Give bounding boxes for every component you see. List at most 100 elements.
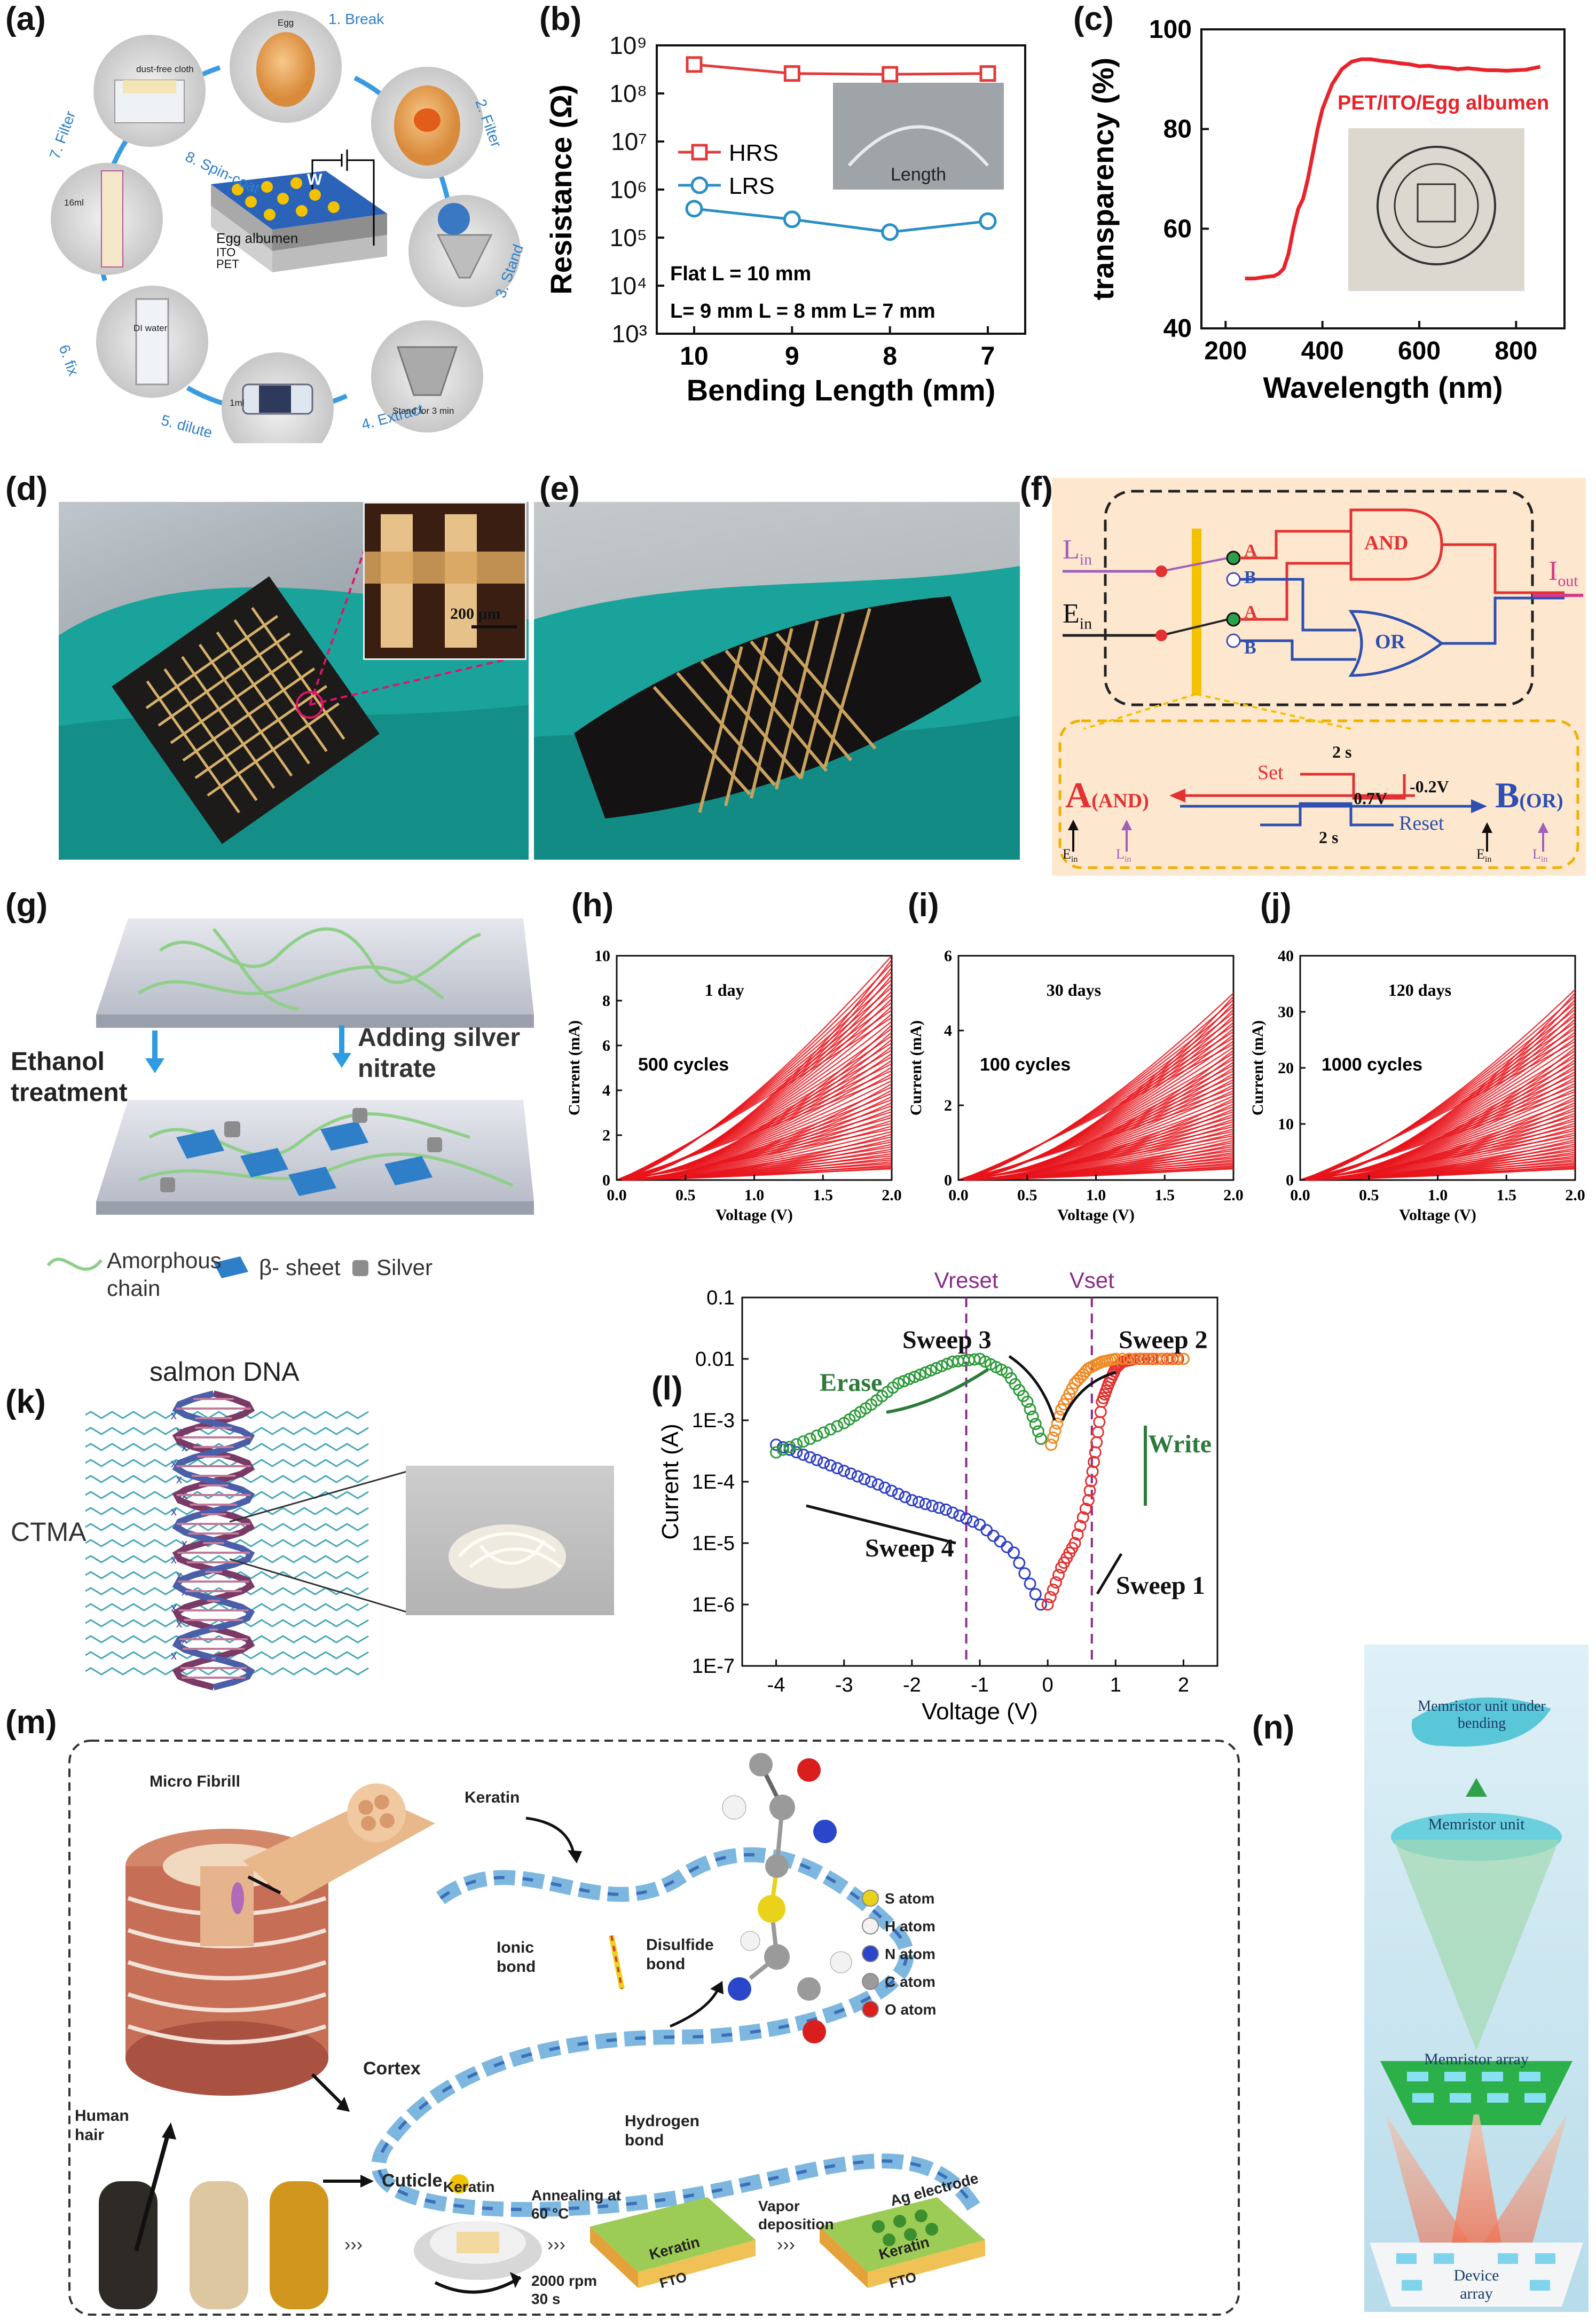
- step-5: 5. dilute: [159, 412, 214, 441]
- contact-b1: B: [1244, 568, 1256, 587]
- ctma-mark: x: [182, 1537, 187, 1550]
- film2-bottom: FTO: [887, 2268, 918, 2292]
- point-Sweep 4: [987, 1529, 1000, 1542]
- ctma-chain: [85, 1411, 369, 1419]
- step-1: 1. Break: [328, 11, 384, 27]
- label-disulfide-bond: Disulfide bond: [646, 1936, 714, 1973]
- inset-photo: [833, 83, 1004, 190]
- iv-curve: [1300, 992, 1576, 1181]
- state-b-or: B(OR): [1495, 775, 1563, 815]
- iv-curve: [1300, 1047, 1576, 1181]
- point-Sweep 3: [770, 1446, 783, 1459]
- x-tick-label: 1.0: [744, 1186, 765, 1204]
- svg-text:›››: ›››: [344, 2235, 363, 2255]
- ctma-mark: x: [171, 1457, 177, 1470]
- point-Sweep 2: [1123, 1352, 1136, 1365]
- state-a-and: A(AND): [1065, 775, 1149, 815]
- point-Sweep 3: [817, 1426, 830, 1439]
- atom-label: O atom: [885, 2001, 936, 2018]
- x-tick-label: 1.0: [1086, 1186, 1106, 1204]
- reset-label: Reset: [1399, 812, 1444, 835]
- label-memristor-unit: Memristor unit: [1428, 1815, 1525, 1833]
- annotation-flat: Flat L = 10 mm: [670, 263, 811, 285]
- chart-title: 30 days: [1047, 980, 1101, 1000]
- iv-curve: [1300, 1097, 1576, 1181]
- label-memristor-array: Memristor array: [1424, 2050, 1529, 2068]
- iv-curve: [616, 1083, 892, 1181]
- sweep-label: Sweep 1: [1116, 1571, 1205, 1600]
- photo-dna-fiber: [406, 1466, 614, 1615]
- panel-label-h: (h): [571, 887, 614, 924]
- point-HRS: [979, 65, 996, 82]
- panel-label-d: (d): [5, 470, 48, 507]
- x-tick-label: 2.0: [1565, 1186, 1585, 1204]
- contact-a2: A: [1244, 602, 1257, 622]
- inset-arc: [847, 125, 989, 167]
- series-line-LRS: [694, 207, 988, 234]
- panel-g: (g) Ethanol treatment Adding silver nitr…: [0, 886, 561, 1314]
- lin-small-left: Lin: [1116, 846, 1131, 864]
- atom-marker: [862, 2001, 879, 2018]
- panel-e: (e): [534, 470, 1025, 860]
- point-Sweep 4: [966, 1515, 979, 1528]
- point-Sweep 2: [1136, 1352, 1149, 1365]
- point-Sweep 4: [939, 1503, 952, 1516]
- ctma-mark: x: [171, 1505, 177, 1518]
- x-tick-label: 0.5: [1017, 1186, 1037, 1204]
- caption-1ml: 1ml: [230, 398, 244, 408]
- point-Sweep 4: [817, 1456, 830, 1469]
- point-Sweep 1: [1041, 1598, 1054, 1611]
- point-Sweep 1: [1049, 1576, 1062, 1588]
- label-annealing: Annealing at 60 °C: [531, 2187, 622, 2222]
- point-Sweep 1: [1052, 1569, 1065, 1582]
- point-Sweep 1: [1086, 1465, 1099, 1478]
- y-tick-label: 10⁹: [609, 32, 647, 59]
- legend-beta: β- sheet: [259, 1255, 341, 1280]
- vline-label-Vset: Vset: [1070, 1268, 1114, 1293]
- y-tick-label: 0: [1286, 1171, 1294, 1189]
- atom-label: N atom: [885, 1946, 935, 1962]
- y-tick-label: 40: [1278, 947, 1294, 965]
- silver-label: Adding silver nitrate: [358, 1024, 521, 1083]
- ctma-chain: [85, 1603, 369, 1611]
- y-tick-label: 2: [944, 1097, 952, 1114]
- iv-curve: [616, 955, 892, 1181]
- cysteine-molecule: [722, 1753, 852, 2043]
- x-tick-label: 0.5: [675, 1186, 696, 1204]
- output-current: Iout: [1548, 556, 1578, 590]
- x-tick-label: 1.5: [1155, 1186, 1175, 1204]
- point-Sweep 4: [933, 1501, 946, 1514]
- ctma-mark: x: [171, 1409, 177, 1422]
- iv-curve: [616, 1024, 892, 1181]
- series-line-transparency: [1245, 57, 1541, 281]
- point-Sweep 4: [980, 1524, 993, 1537]
- point-Sweep 3: [811, 1429, 823, 1442]
- ctma-chain: [85, 1459, 369, 1467]
- device-schematic: [211, 150, 387, 272]
- atom-marker: [862, 1917, 879, 1934]
- point-Sweep 2: [1129, 1352, 1142, 1365]
- point-Sweep 3: [930, 1362, 943, 1374]
- ctma-mark: x: [182, 1441, 187, 1454]
- step-6: 6. fix: [56, 342, 82, 378]
- point-HRS: [686, 56, 703, 73]
- y-tick-label: 100: [1149, 15, 1192, 44]
- x-tick-label: 8: [883, 342, 897, 371]
- point-Sweep 3: [776, 1443, 789, 1456]
- arrow-sweep1: [1096, 1553, 1123, 1595]
- x-tick-label: 0.0: [948, 1186, 969, 1204]
- x-axis-label: Voltage (V): [716, 1206, 793, 1224]
- point-Sweep 1: [1071, 1528, 1084, 1541]
- silk-structure-diagram: [46, 918, 534, 1278]
- point-LRS: [783, 210, 801, 229]
- photo-chip-flat: 200 μm: [59, 502, 529, 860]
- x-tick-label: 1.0: [1428, 1186, 1448, 1204]
- panel-d: 200 μm (d): [0, 470, 534, 860]
- point-Sweep 2: [1116, 1352, 1129, 1365]
